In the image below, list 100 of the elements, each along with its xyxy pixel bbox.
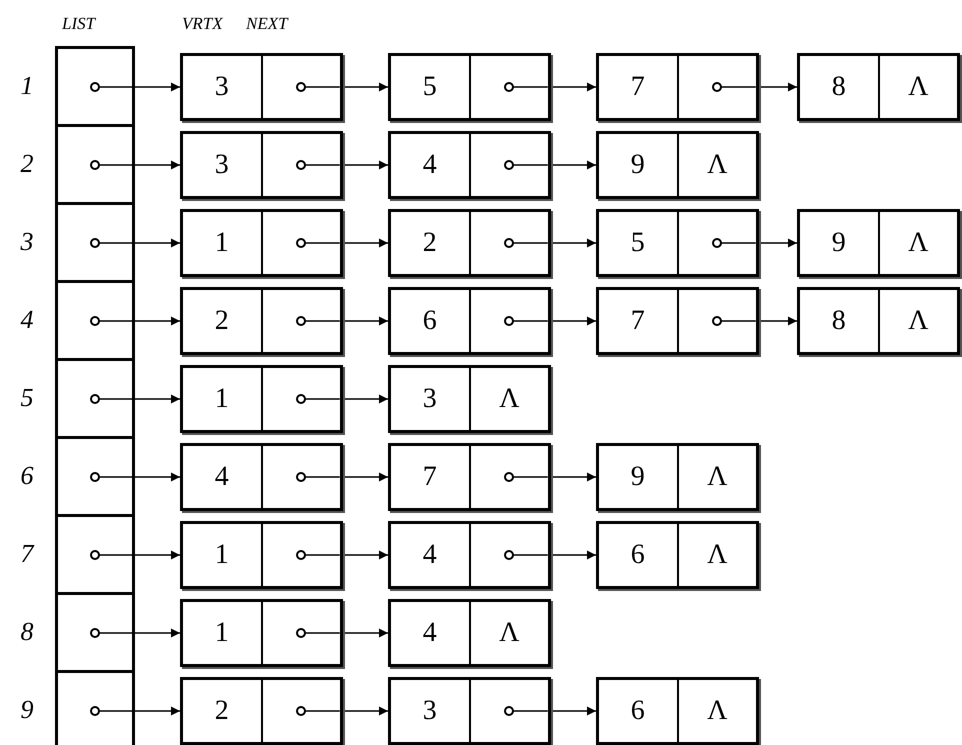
vertex-value: 6 (422, 305, 437, 337)
list-node-box (596, 287, 759, 355)
vertex-value: 4 (422, 539, 437, 571)
vertex-value: 9 (630, 461, 645, 493)
arrow (343, 394, 388, 404)
vertex-value: 7 (630, 305, 645, 337)
list-head-cell (55, 514, 135, 595)
list-node-box (388, 209, 551, 277)
column-header: LIST (62, 14, 96, 34)
list-node-box (388, 131, 551, 199)
list-node-box (180, 677, 343, 745)
arrow (759, 82, 797, 92)
list-head-cell (55, 202, 135, 283)
vertex-value: 1 (214, 383, 229, 415)
arrow (551, 472, 596, 482)
list-node-box (180, 209, 343, 277)
list-head-cell (55, 592, 135, 673)
row-number: 6 (20, 461, 34, 491)
list-node-box (596, 443, 759, 511)
list-head-cell (55, 124, 135, 205)
null-pointer: Λ (707, 461, 728, 493)
vertex-value: 2 (422, 227, 437, 259)
vertex-value: 5 (630, 227, 645, 259)
list-node-box (797, 209, 960, 277)
vertex-value: 2 (214, 695, 229, 727)
column-header: VRTX (182, 14, 223, 34)
vertex-value: 9 (630, 149, 645, 181)
row-number: 4 (20, 305, 34, 335)
list-node-box (180, 287, 343, 355)
null-pointer: Λ (707, 695, 728, 727)
list-node-box (797, 53, 960, 121)
list-head-cell (55, 436, 135, 517)
vertex-value: 3 (422, 695, 437, 727)
list-node-box (388, 599, 551, 667)
arrow (135, 82, 180, 92)
arrow (135, 238, 180, 248)
vertex-value: 4 (214, 461, 229, 493)
arrow (343, 160, 388, 170)
arrow (135, 550, 180, 560)
list-node-box (596, 131, 759, 199)
null-pointer: Λ (499, 617, 520, 649)
list-node-box (180, 443, 343, 511)
list-node-box (388, 365, 551, 433)
arrow (135, 472, 180, 482)
list-node-box (797, 287, 960, 355)
row-number: 3 (20, 227, 34, 257)
vertex-value: 1 (214, 227, 229, 259)
row-number: 7 (20, 539, 36, 569)
arrow (551, 316, 596, 326)
list-head-cell (55, 358, 135, 439)
list-node-box (180, 131, 343, 199)
vertex-value: 4 (422, 149, 437, 181)
null-pointer: Λ (707, 149, 728, 181)
row-number: 2 (20, 149, 34, 179)
list-node-box (596, 677, 759, 745)
vertex-value: 3 (214, 149, 229, 181)
list-node-box (596, 209, 759, 277)
list-node-box (180, 599, 343, 667)
vertex-value: 1 (214, 539, 229, 571)
null-pointer: Λ (908, 71, 928, 103)
vertex-value: 7 (422, 461, 437, 493)
null-pointer: Λ (908, 305, 928, 337)
list-node-box (596, 521, 759, 589)
list-node-box (596, 53, 759, 121)
arrow (551, 238, 596, 248)
arrow (551, 160, 596, 170)
arrow (135, 160, 180, 170)
list-node-box (388, 521, 551, 589)
column-header: NEXT (246, 14, 288, 34)
list-node-box (388, 287, 551, 355)
arrow (343, 238, 388, 248)
row-number: 8 (20, 617, 34, 647)
arrow (343, 628, 388, 638)
list-node-box (388, 443, 551, 511)
row-number: 9 (20, 695, 34, 725)
arrow (343, 82, 388, 92)
list-node-box (180, 365, 343, 433)
null-pointer: Λ (707, 539, 728, 571)
arrow (135, 628, 180, 638)
arrow (759, 316, 797, 326)
list-head-cell (55, 670, 135, 745)
arrow (135, 394, 180, 404)
arrow (343, 550, 388, 560)
list-node-box (180, 53, 343, 121)
null-pointer: Λ (499, 383, 520, 415)
vertex-value: 4 (422, 617, 437, 649)
list-head-cell (55, 280, 135, 361)
arrow (135, 706, 180, 716)
arrow (343, 472, 388, 482)
list-node-box (388, 677, 551, 745)
vertex-value: 9 (832, 227, 846, 259)
row-number: 1 (20, 71, 34, 101)
vertex-value: 6 (630, 539, 645, 571)
arrow (343, 316, 388, 326)
arrow (551, 706, 596, 716)
row-number: 5 (20, 383, 34, 413)
vertex-value: 3 (214, 71, 229, 103)
null-pointer: Λ (908, 227, 928, 259)
vertex-value: 7 (630, 71, 645, 103)
list-node-box (180, 521, 343, 589)
